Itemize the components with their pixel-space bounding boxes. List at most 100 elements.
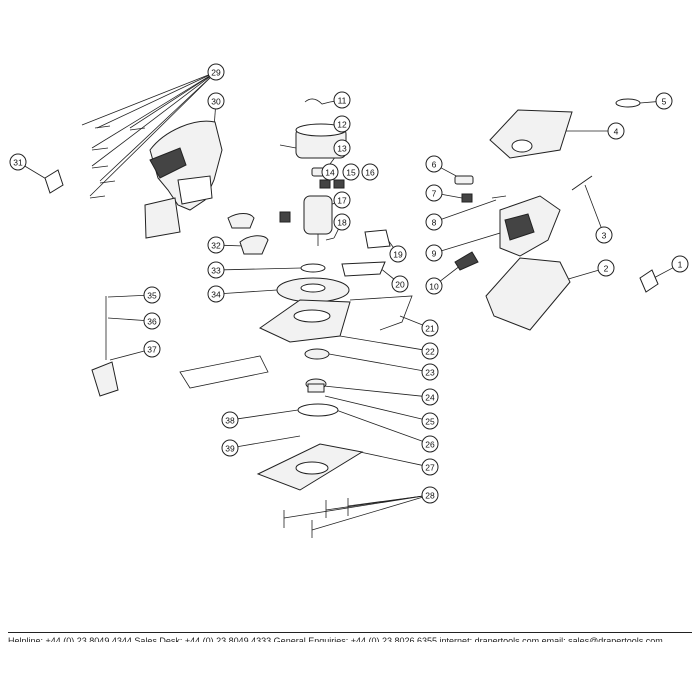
callout-12: 12 <box>333 115 351 133</box>
callout-label: 30 <box>211 97 221 107</box>
pin <box>325 237 335 241</box>
sole-screws <box>283 498 349 538</box>
callout-circle <box>421 319 439 337</box>
leader-line <box>639 101 657 104</box>
leader-line <box>109 350 145 361</box>
callout-36: 36 <box>143 312 161 330</box>
leader-line <box>99 77 211 182</box>
callout-16: 16 <box>361 163 379 181</box>
leader-line <box>107 295 145 298</box>
callout-label: 34 <box>211 290 221 300</box>
callout-circle <box>333 115 351 133</box>
leader-line <box>323 385 423 397</box>
callout-label: 14 <box>325 168 335 178</box>
callout-circle <box>333 213 351 231</box>
callout-circle <box>421 363 439 381</box>
callout-circle <box>421 486 439 504</box>
catch <box>454 251 479 271</box>
callout-31: 31 <box>9 153 27 171</box>
callout-label: 32 <box>211 241 221 251</box>
callout-label: 27 <box>425 463 435 473</box>
callout-label: 35 <box>147 291 157 301</box>
callout-32: 32 <box>207 236 225 254</box>
callout-22: 22 <box>421 342 439 360</box>
callout-3: 3 <box>595 226 613 244</box>
callout-label: 15 <box>346 168 356 178</box>
button <box>461 193 473 203</box>
cover-piece <box>239 235 269 255</box>
callout-label: 5 <box>662 97 667 107</box>
leader-line <box>333 229 339 239</box>
callout-label: 19 <box>393 250 403 260</box>
housing-half <box>144 120 223 239</box>
leader-line <box>89 77 211 197</box>
assembled-sander <box>485 195 571 331</box>
callout-label: 10 <box>429 282 439 292</box>
callout-label: 3 <box>602 231 607 241</box>
pad-small <box>364 229 391 249</box>
footer-contact-text: Helpline: +44 (0) 23 8049 4344 Sales Des… <box>8 636 663 642</box>
callout-28: 28 <box>421 486 439 504</box>
callout-14: 14 <box>321 163 339 181</box>
leader-line <box>379 267 395 280</box>
callout-label: 7 <box>432 189 437 199</box>
callout-circle <box>342 163 360 181</box>
wire-frame <box>349 295 413 331</box>
leader-line <box>328 353 423 371</box>
callout-label: 39 <box>225 444 235 454</box>
callout-circle <box>425 213 443 231</box>
callout-26: 26 <box>421 435 439 453</box>
leader-line <box>584 184 602 228</box>
leader-line <box>223 244 245 247</box>
leader-line <box>91 76 210 167</box>
callout-circle <box>207 63 225 81</box>
callout-circle <box>671 255 689 273</box>
callout-circle <box>321 163 339 181</box>
callout-label: 22 <box>425 347 435 357</box>
callout-label: 21 <box>425 324 435 334</box>
leader-line <box>347 495 423 507</box>
callout-4: 4 <box>607 122 625 140</box>
leader-line <box>335 409 423 442</box>
label-card <box>44 169 64 194</box>
callout-label: 13 <box>337 144 347 154</box>
callout-24: 24 <box>421 388 439 406</box>
callout-circle <box>425 277 443 295</box>
callout-circle <box>143 286 161 304</box>
leader-line <box>107 317 145 321</box>
leader-line <box>129 76 210 129</box>
base-plate <box>259 299 351 343</box>
callout-circle <box>207 285 225 303</box>
callout-8: 8 <box>425 213 443 231</box>
leader-line <box>441 194 463 199</box>
housing-screws <box>89 125 146 199</box>
callout-18: 18 <box>333 213 351 231</box>
callout-circle <box>207 92 225 110</box>
callout-circle <box>421 412 439 430</box>
callout-circle <box>425 155 443 173</box>
callout-circle <box>421 458 439 476</box>
callout-circle <box>421 435 439 453</box>
linkage <box>179 355 269 389</box>
leader-line <box>324 395 423 420</box>
callout-10: 10 <box>425 277 443 295</box>
callout-circle <box>421 342 439 360</box>
callout-label: 37 <box>147 345 157 355</box>
callout-circle <box>391 275 409 293</box>
callout-circle <box>597 259 615 277</box>
bolt <box>571 175 593 191</box>
callout-label: 2 <box>604 264 609 274</box>
callout-circle <box>425 244 443 262</box>
washer <box>300 263 326 273</box>
callout-circle <box>333 139 351 157</box>
leader-line <box>96 75 209 129</box>
callout-20: 20 <box>391 275 409 293</box>
callout-label: 28 <box>425 491 435 501</box>
motor-stator <box>279 123 347 159</box>
eccentric <box>305 378 327 393</box>
leader-line <box>283 495 423 519</box>
leader-line <box>339 335 423 351</box>
callout-17: 17 <box>333 191 351 209</box>
leader-line <box>441 199 497 220</box>
